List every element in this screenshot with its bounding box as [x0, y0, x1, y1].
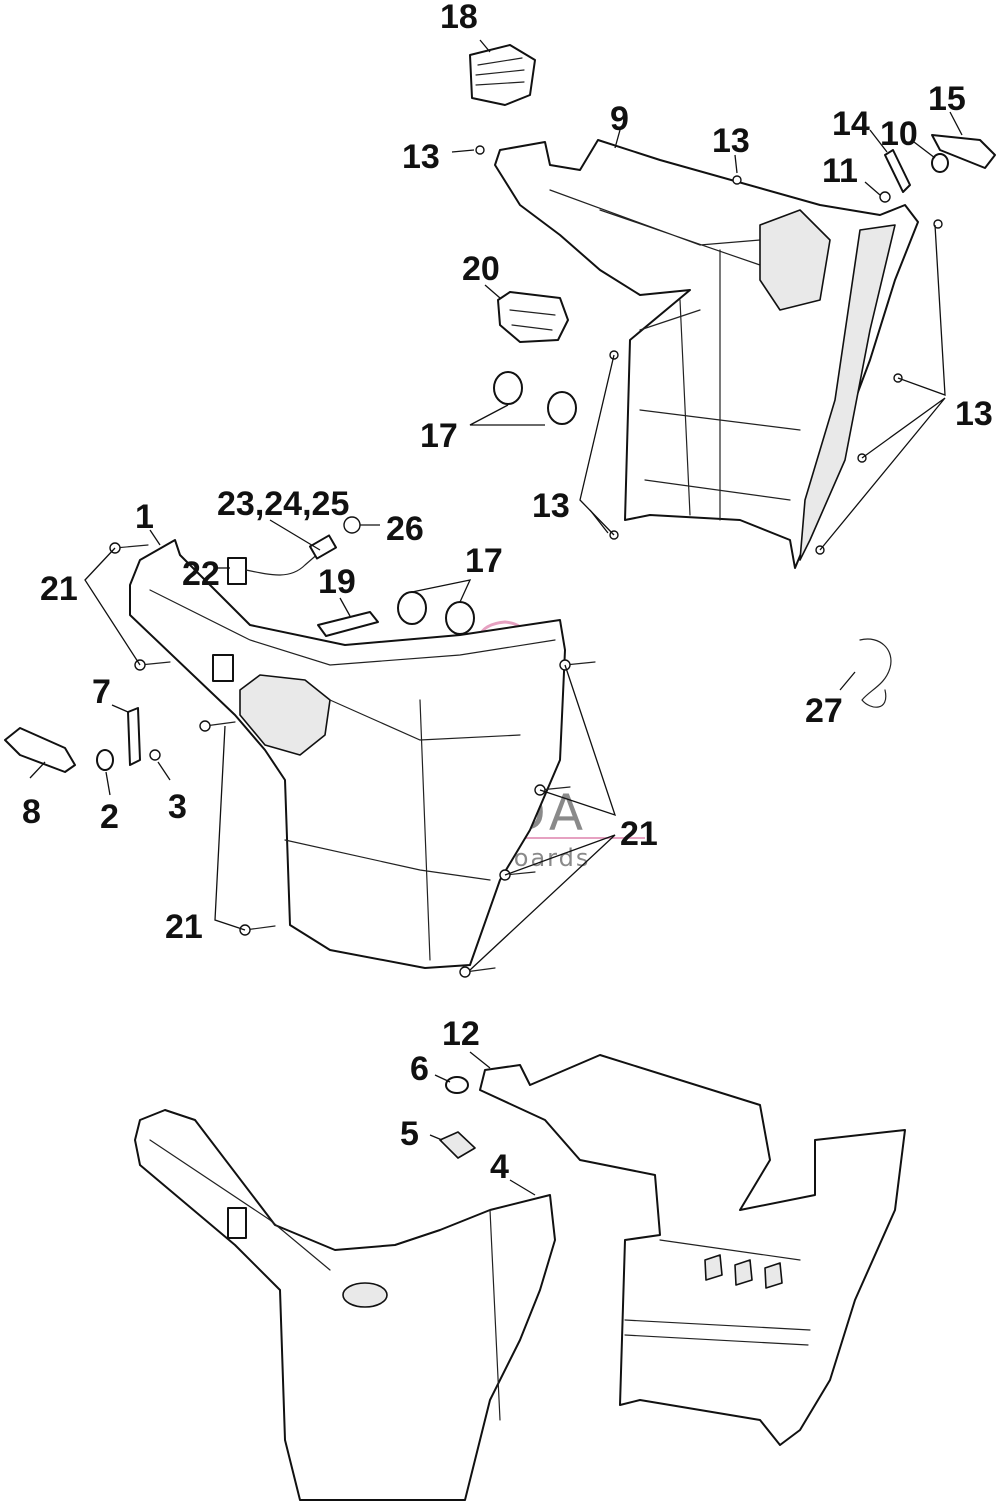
callout-27: 27	[805, 692, 843, 730]
lower-front-cover	[134, 1109, 556, 1501]
leader-lines	[29, 39, 963, 1196]
part-27-decal	[859, 638, 892, 708]
part-23-connector	[308, 534, 338, 560]
callout-20: 20	[462, 250, 500, 288]
part-9-upper-cover	[494, 139, 919, 569]
callout-1: 1	[135, 498, 154, 536]
callout-19: 19	[318, 563, 356, 601]
part-17-grommets-upper	[493, 371, 577, 425]
callout-17-upper: 17	[420, 417, 458, 455]
callout-21-left: 21	[40, 570, 78, 608]
callout-6: 6	[410, 1050, 429, 1088]
callout-4: 4	[490, 1148, 509, 1186]
callout-18: 18	[440, 0, 478, 36]
part-22-switch	[227, 557, 247, 585]
part-2-washer	[96, 749, 114, 771]
callout-23-24-25: 23,24,25	[217, 485, 349, 523]
callout-labels: 18 9 13 13 14 10 15 11 20 17 13 13 23,24…	[22, 0, 993, 1186]
callout-13-top: 13	[712, 122, 750, 160]
part-3-screw	[149, 749, 161, 761]
callout-21-right: 21	[620, 815, 658, 853]
callout-12: 12	[442, 1015, 480, 1053]
part-11-screw	[879, 191, 891, 203]
lower-rear-cover	[479, 1054, 906, 1446]
part-19-seal	[317, 611, 379, 637]
part-14-link	[884, 149, 911, 193]
callout-14: 14	[832, 105, 870, 143]
callout-8: 8	[22, 793, 41, 831]
callout-22: 22	[182, 555, 220, 593]
part-20-latch	[497, 291, 569, 343]
hardware-5-6-12	[439, 1076, 476, 1159]
callout-10: 10	[880, 115, 918, 153]
callout-11: 11	[822, 152, 858, 190]
part-1-upper-cover	[129, 539, 566, 969]
screws	[109, 145, 943, 978]
callout-17-lower: 17	[465, 542, 503, 580]
callout-21-bottom: 21	[165, 908, 203, 946]
part-6-grommet	[445, 1076, 469, 1094]
part-18-vent	[469, 44, 536, 106]
callout-15: 15	[928, 80, 966, 118]
callout-26: 26	[386, 510, 424, 548]
callout-2: 2	[100, 798, 119, 836]
part-5-plate	[439, 1131, 476, 1159]
part-8-lever	[4, 727, 76, 773]
callout-3: 3	[168, 788, 187, 826]
part-17-grommets-lower	[397, 591, 475, 635]
callout-13-bottom: 13	[532, 487, 570, 525]
wiring-22-26	[227, 516, 361, 585]
callout-9: 9	[610, 100, 629, 138]
part-15-lever	[931, 134, 996, 169]
callout-5: 5	[400, 1115, 419, 1153]
hardware-2-3-7-8	[4, 707, 161, 773]
callout-13-top-left: 13	[402, 138, 440, 176]
hardware-10-11-14-15	[879, 134, 996, 203]
callout-7: 7	[92, 673, 111, 711]
part-7-link	[127, 707, 141, 766]
callout-13-right: 13	[955, 395, 993, 433]
part-10-washer	[931, 153, 949, 173]
